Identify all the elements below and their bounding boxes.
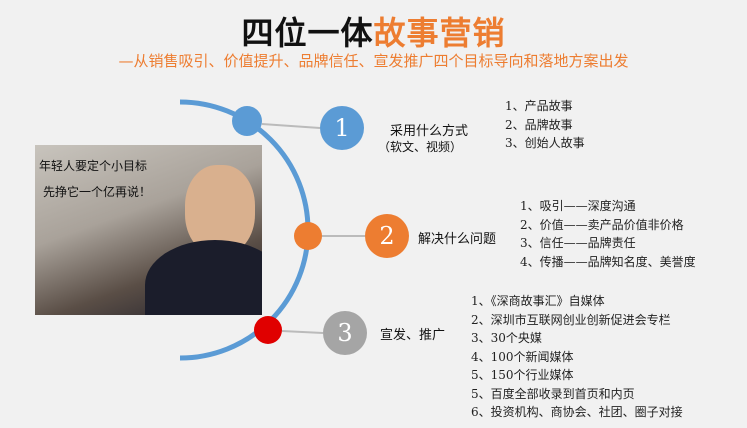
dot-blue <box>232 106 262 136</box>
step-2-label: 解决什么问题 <box>418 232 497 247</box>
step-2-badge: 2 <box>365 214 409 258</box>
subtitle: —从销售吸引、价值提升、品牌信任、宣发推广四个目标导向和落地方案出发 <box>118 52 629 70</box>
dot-red <box>254 316 282 344</box>
step-1-badge: 1 <box>320 106 364 150</box>
step-1-label: 采用什么方式 <box>390 124 469 139</box>
photo: 年轻人要定个小目标 先挣它一个亿再说！ <box>35 145 262 315</box>
step-3-badge: 3 <box>323 311 367 355</box>
step-1-sublabel: （软文、视频） <box>378 140 463 154</box>
page-title: 四位一体故事营销 <box>241 14 506 52</box>
step-3-label: 宣发、推广 <box>380 328 446 343</box>
dot-orange <box>294 222 322 250</box>
